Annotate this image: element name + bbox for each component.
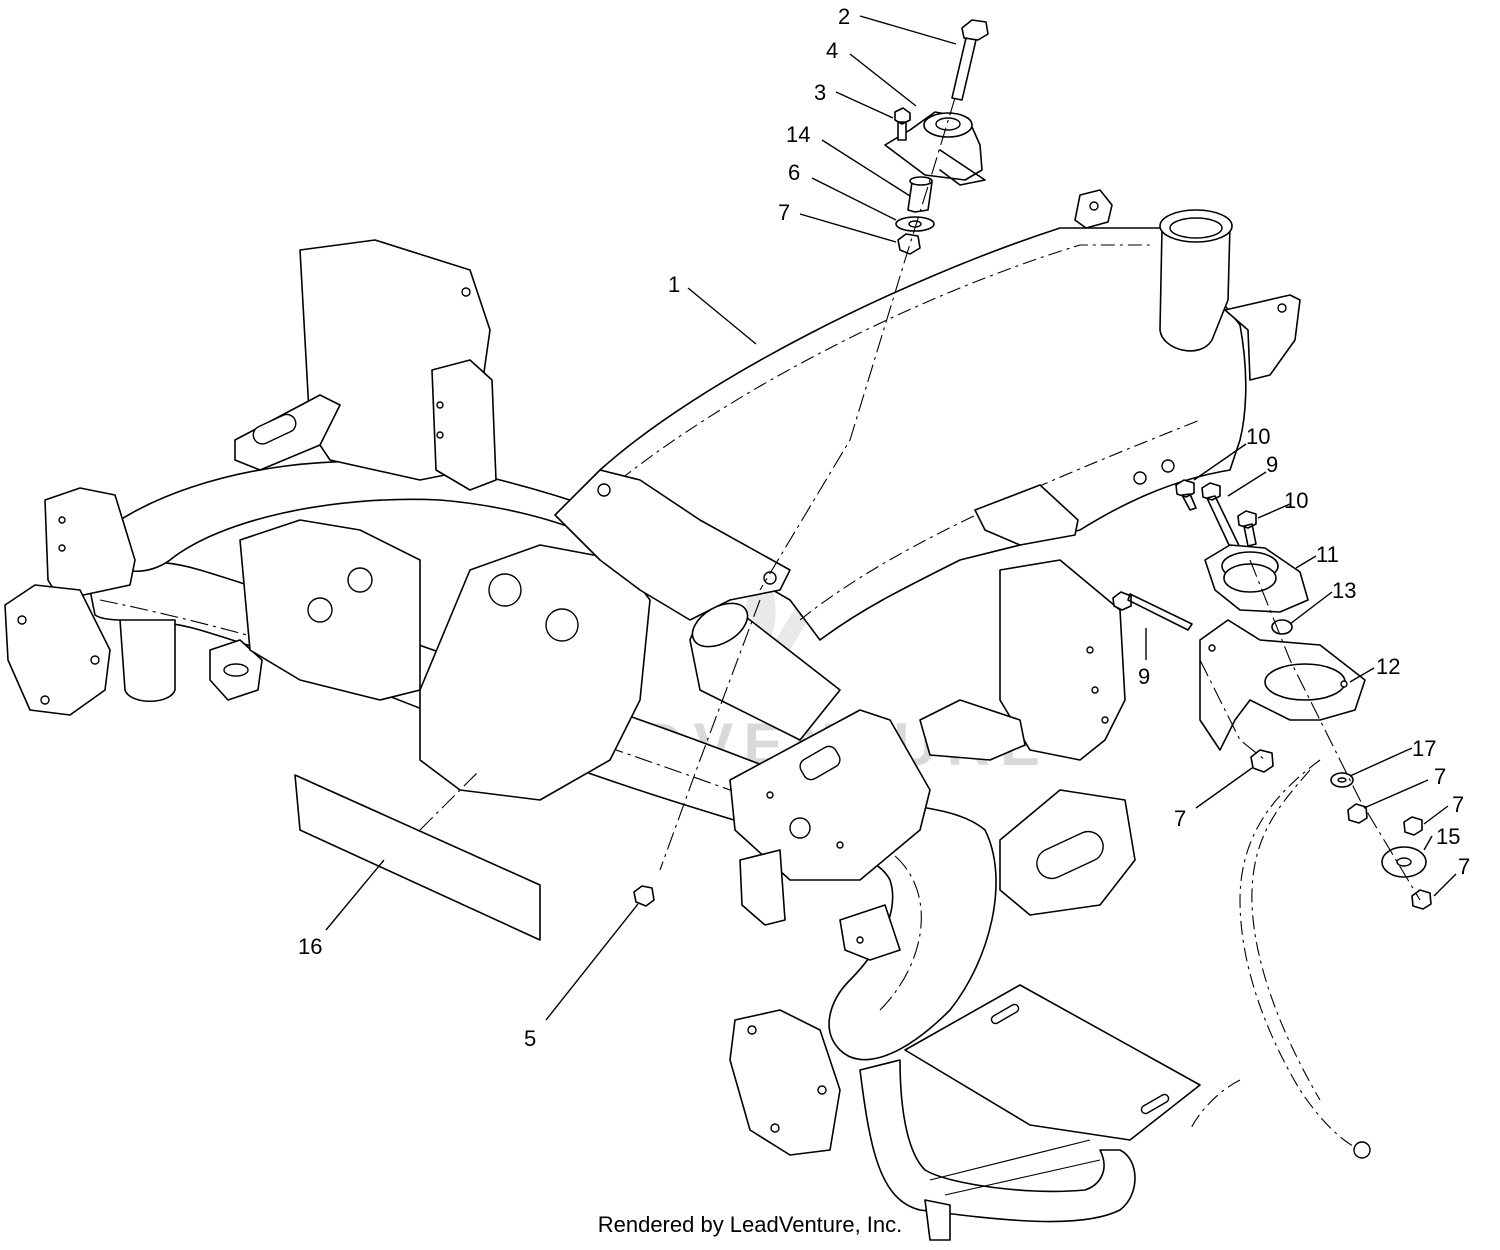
top-bracket-right [1224,294,1301,381]
center-lower-bracket [839,904,901,961]
right-center-bracket [974,484,1079,546]
left-end-plate [4,584,111,716]
callout-15: 15 [1436,824,1460,849]
top-mount-assembly [659,19,989,871]
callout-10-left: 10 [1246,424,1270,449]
callouts: 2 4 3 14 6 7 1 10 9 10 11 13 9 12 17 7 7… [298,4,1470,1051]
leader-1 [687,287,757,345]
callout-9-upper: 9 [1266,452,1278,477]
nut-7-c [1411,889,1432,910]
leader-10b [1257,503,1291,519]
right-mount-axis [1249,559,1421,901]
nut-7-a [1347,803,1368,824]
leader-11 [1295,555,1317,569]
right-mount-assembly [1112,479,1432,910]
callout-17: 17 [1412,736,1436,761]
bolt-9-lower [1112,591,1193,631]
leader-14 [821,139,911,197]
right-mount-flange [919,699,1026,761]
callout-7-a: 7 [1434,764,1446,789]
callout-5: 5 [524,1026,536,1051]
footer-credit: Rendered by LeadVenture, Inc. [597,1212,903,1237]
callout-2: 2 [838,4,850,29]
callout-1: 1 [668,272,680,297]
leader-10a [1193,443,1247,481]
leader-16 [325,859,385,931]
right-end-plate [729,1009,841,1156]
leader-lines [325,15,1457,1021]
footrest-plate [904,984,1201,1141]
bolt-2 [951,19,989,101]
callout-12: 12 [1376,654,1400,679]
leader-7e [1433,873,1457,897]
callout-11: 11 [1316,542,1339,567]
left-end-bracket [44,487,136,601]
ground-cable [1239,759,1361,1151]
left-stub-tube [119,619,176,702]
center-saddle-bracket [554,469,791,621]
nut-5 [633,885,655,907]
center-cross-member [419,544,651,801]
main-frame [4,189,1371,1241]
callout-10-right: 10 [1284,488,1308,513]
leader-6 [811,177,897,221]
screw-3 [894,107,911,141]
leader-3 [835,91,894,119]
callout-7-b: 7 [1452,792,1464,817]
top-mount-axis [759,97,956,591]
leader-5 [545,903,639,1021]
leader-7a [799,213,897,243]
leader-15 [1423,835,1433,851]
callout-16: 16 [298,934,322,959]
leader-13 [1289,591,1333,625]
nut-7-b [1403,816,1423,836]
leader-7d [1423,805,1449,825]
spacer-13 [1271,619,1293,635]
callout-3: 3 [814,80,826,105]
leader-7c [1363,779,1429,809]
nut-7-top [897,233,921,255]
callout-14: 14 [786,122,810,147]
footrest-tube [859,1059,1136,1223]
steering-post [1159,224,1231,352]
center-lower-plate [729,709,931,881]
left-upright-bracket [431,359,497,491]
callout-4: 4 [826,38,838,63]
leader-17 [1349,747,1413,777]
callout-6: 6 [788,160,800,185]
footrest-foot-tube [924,1199,951,1241]
bolt-10-left [1175,479,1197,511]
rear-left-tube [109,460,601,572]
nut-7-bracket [1250,749,1274,773]
center-hang-bracket [739,849,786,926]
leader-7b [1195,767,1253,809]
callout-9-lower: 9 [1138,664,1150,689]
leader-2 [859,15,957,45]
leader-9a [1227,471,1267,497]
callout-7-top: 7 [778,200,790,225]
leader-4 [849,53,917,107]
callout-7-c: 7 [1458,854,1470,879]
bolt-10-right [1237,510,1257,547]
leader-12 [1349,667,1375,683]
callout-13: 13 [1332,578,1356,603]
callout-7-bracket: 7 [1174,806,1186,831]
decal-16 [294,774,541,941]
